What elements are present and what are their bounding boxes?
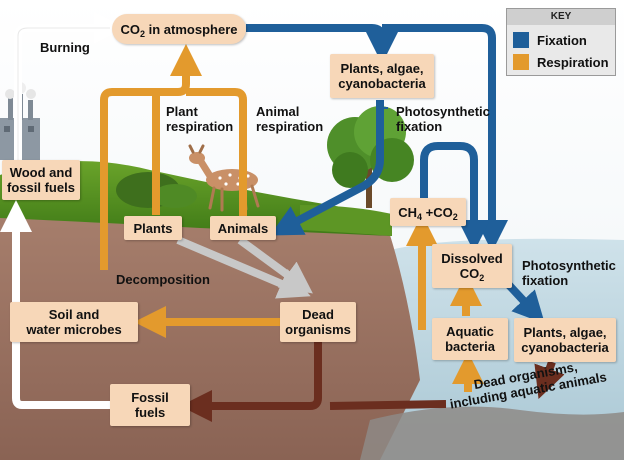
plants-label: Plants xyxy=(133,220,173,236)
co2-sub: 2 xyxy=(140,28,146,39)
plants-box: Plants xyxy=(124,216,182,240)
plants-algae-bottom-line2: cyanobacteria xyxy=(521,340,609,355)
decomposition-text: Decomposition xyxy=(116,272,210,287)
dead-organisms-line1: Dead xyxy=(302,307,334,322)
key-row-respiration: Respiration xyxy=(513,53,609,71)
wood-fossil-fuels-box: Wood and fossil fuels xyxy=(2,160,80,200)
plants-algae-bottom-box: Plants, algae, cyanobacteria xyxy=(514,318,616,362)
bush xyxy=(153,184,197,208)
photosynthetic-top-line1: Photosynthetic xyxy=(396,104,490,119)
plants-to-dead-arrow xyxy=(176,236,311,299)
soil-water-microbes-box: Soil and water microbes xyxy=(10,302,138,342)
co2-atmosphere-box: CO2 in atmosphere xyxy=(112,14,246,44)
photosynthetic-fixation-right-label: Photosynthetic fixation xyxy=(522,258,616,288)
co2-suffix: in atmosphere xyxy=(145,21,238,37)
fixation-key-label: Fixation xyxy=(537,32,587,48)
plant-respiration-label: Plant respiration xyxy=(166,104,233,134)
dissolved-to-algae-arrow xyxy=(505,281,545,324)
plants-algae-top-line2: cyanobacteria xyxy=(338,76,426,91)
photosynthetic-right-line2: fixation xyxy=(522,273,569,288)
methane-co2-box: CH4 +CO2 xyxy=(390,198,466,226)
methane-loop-arrow xyxy=(420,142,490,252)
dissolved-co2-box: Dissolved CO2 xyxy=(432,244,512,288)
plant-respiration-line1: Plant xyxy=(166,104,198,119)
animal-respiration-label: Animal respiration xyxy=(256,104,323,134)
algae-to-dead-arrow xyxy=(534,360,565,400)
fossil-fuels-box: Fossil fuels xyxy=(110,384,190,426)
animal-respiration-line2: respiration xyxy=(256,119,324,134)
aquatic-dead-to-fossil-arrow xyxy=(329,400,447,410)
wood-fossil-line1: Wood and xyxy=(9,165,73,180)
soil-microbes-line2: water microbes xyxy=(26,322,122,337)
animal-respiration-line1: Animal xyxy=(256,104,300,119)
plants-algae-bottom-line1: Plants, algae, xyxy=(523,325,607,340)
animals-to-dead-arrow xyxy=(237,236,313,294)
photosynthetic-fixation-arrow xyxy=(269,100,384,236)
wood-fossil-line2: fossil fuels xyxy=(7,180,75,195)
plants-algae-top-line1: Plants, algae, xyxy=(340,61,424,76)
animal-respiration-arrow xyxy=(186,88,247,216)
animals-box: Animals xyxy=(210,216,276,240)
dead-to-fossil-arrow xyxy=(180,340,322,422)
burning-label: Burning xyxy=(40,40,90,55)
soil-microbes-line1: Soil and xyxy=(48,307,100,322)
tree-crown xyxy=(332,152,368,188)
aquatic-bacteria-box: Aquatic bacteria xyxy=(432,318,508,360)
key-row-fixation: Fixation xyxy=(513,31,587,49)
dead-organisms-line2: organisms xyxy=(285,322,351,337)
photosynthetic-right-line1: Photosynthetic xyxy=(522,258,616,273)
dissolved-line1: Dissolved xyxy=(441,251,503,266)
respiration-key-label: Respiration xyxy=(537,54,609,70)
fossil-to-wood-arrow xyxy=(0,200,110,409)
fixation-swatch xyxy=(513,32,529,48)
plants-algae-top-box: Plants, algae, cyanobacteria xyxy=(330,54,434,98)
dead-organisms-box: Dead organisms xyxy=(280,302,356,342)
photosynthetic-fixation-top-label: Photosynthetic fixation xyxy=(396,104,490,134)
legend-key: KEY Fixation Respiration xyxy=(506,8,616,76)
dissolved-co2-prefix: CO xyxy=(459,266,480,281)
key-title: KEY xyxy=(507,9,615,25)
sea-floor xyxy=(360,406,624,460)
burning-text: Burning xyxy=(40,40,90,55)
co2-prefix: CO xyxy=(120,21,141,37)
decomposition-respiration-arrow xyxy=(100,44,202,270)
plant-respiration-line2: respiration xyxy=(166,119,234,134)
fossil-fuels-line2: fuels xyxy=(134,405,166,420)
fossil-fuels-line1: Fossil xyxy=(131,390,169,405)
ch4-sub2: 2 xyxy=(452,211,458,222)
decomposition-label: Decomposition xyxy=(116,272,210,287)
fixation-to-dissolved-arrow xyxy=(382,24,508,252)
dissolved-co2-sub: 2 xyxy=(479,273,485,283)
aquatic-bacteria-line2: bacteria xyxy=(445,339,495,354)
photosynthetic-top-line2: fixation xyxy=(396,119,443,134)
ch4-sub: 4 xyxy=(417,211,423,222)
respiration-swatch xyxy=(513,54,529,70)
fixation-to-plants-arrow xyxy=(246,24,398,64)
ch4-prefix: CH xyxy=(398,204,418,220)
ch4-mid: +CO xyxy=(422,204,453,220)
animals-label: Animals xyxy=(217,220,269,236)
aquatic-bacteria-line1: Aquatic xyxy=(446,324,494,339)
cliff-grass xyxy=(300,205,392,236)
